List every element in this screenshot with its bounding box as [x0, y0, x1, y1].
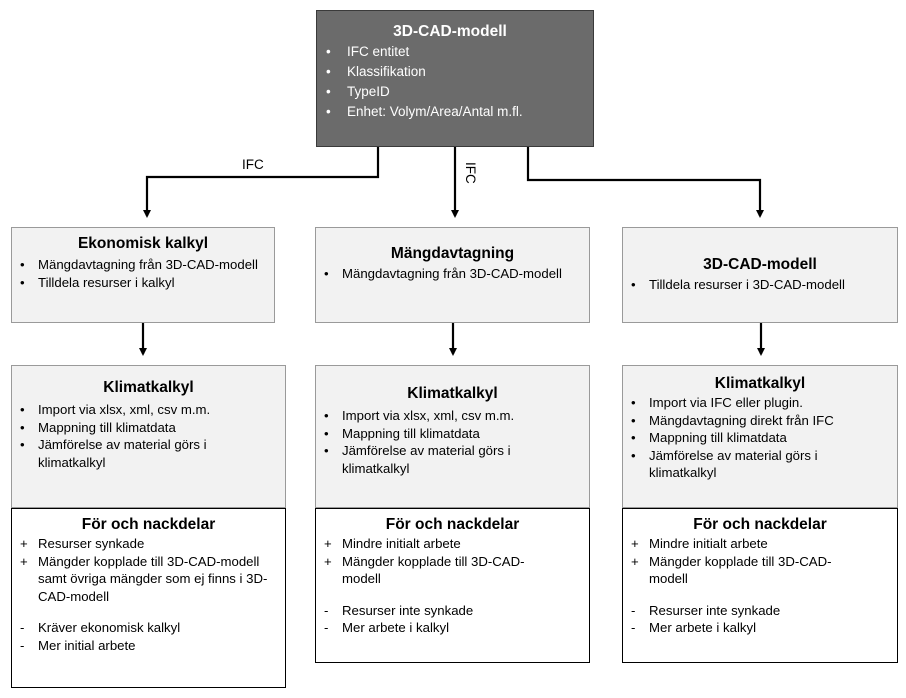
climate-title: Klimatkalkyl	[407, 385, 498, 402]
list-item: •Mängdavtagning från 3D-CAD-modell	[20, 257, 258, 272]
con-item: -Mer arbete i kalkyl	[631, 620, 757, 635]
proscons-box-2: För och nackdelar +Mindre initialt arbet…	[315, 508, 590, 663]
top-box-title: 3D-CAD-modell	[393, 23, 507, 40]
method-title: 3D-CAD-modell	[703, 256, 817, 273]
list-item: •Import via IFC eller plugin.	[631, 395, 803, 410]
pro-item: +Mängder kopplade till 3D-CAD-modell	[631, 553, 832, 587]
pro-item: +Resurser synkade	[20, 536, 145, 551]
list-item: •Tilldela resurser i 3D-CAD-modell	[631, 277, 845, 292]
proscons-title: För och nackdelar	[693, 516, 827, 533]
list-item: •Tilldela resurser i kalkyl	[20, 274, 175, 290]
list-item: •Jämförelse av material görs i klimatkal…	[631, 447, 818, 481]
top-box-list: •IFC entitet •Klassifikation •TypeID •En…	[317, 42, 593, 122]
list-item: •Import via xlsx, xml, csv m.m.	[20, 402, 211, 417]
proscons-box-3: För och nackdelar +Mindre initialt arbet…	[622, 508, 898, 663]
list-item: •Mappning till klimatdata	[20, 419, 176, 435]
list-item: •IFC entitet	[326, 44, 410, 59]
ifc-label-middle: IFC	[463, 162, 478, 184]
ifc-label-left: IFC	[242, 157, 264, 172]
list-item: •Mängdavtagning från 3D-CAD-modell	[324, 266, 562, 281]
list-item: •Mängdavtagning direkt från IFC	[631, 412, 834, 428]
list-item: •Mappning till klimatdata	[324, 425, 480, 441]
climate-title: Klimatkalkyl	[103, 379, 194, 396]
method-title: Ekonomisk kalkyl	[77, 235, 209, 252]
proscons-title: För och nackdelar	[81, 516, 216, 533]
climate-box-3: Klimatkalkyl •Import via IFC eller plugi…	[622, 365, 898, 508]
con-item: -Resurser inte synkade	[324, 602, 474, 618]
proscons-box-1: För och nackdelar +Resurser synkade +Män…	[11, 508, 286, 688]
list-item: •Klassifikation	[326, 64, 426, 79]
list-item: •Mappning till klimatdata	[631, 430, 787, 445]
climate-title: Klimatkalkyl	[714, 375, 806, 392]
pro-item: +Mängder kopplade till 3D-CAD-modell sam…	[20, 553, 268, 604]
list-item: •Enhet: Volym/Area/Antal m.fl.	[326, 104, 523, 119]
method-box-3: 3D-CAD-modell •Tilldela resurser i 3D-CA…	[622, 227, 898, 323]
con-item: -Mer arbete i kalkyl	[324, 620, 450, 635]
list-item: •TypeID	[326, 84, 390, 99]
climate-box-1: Klimatkalkyl •Import via xlsx, xml, csv …	[11, 365, 286, 508]
method-box-1: Ekonomisk kalkyl •Mängdavtagning från 3D…	[11, 227, 275, 323]
pro-item: +Mindre initialt arbete	[631, 536, 768, 551]
connector-left	[143, 146, 380, 218]
method-box-2: Mängdavtagning •Mängdavtagning från 3D-C…	[315, 227, 590, 323]
list-item: •Jämförelse av material görs i klimatkal…	[324, 443, 511, 476]
con-item: -Kräver ekonomisk kalkyl	[20, 620, 181, 635]
con-item: -Resurser inte synkade	[631, 602, 781, 618]
top-box-3d-cad-modell: 3D-CAD-modell •IFC entitet •Klassifikati…	[316, 10, 594, 147]
proscons-title: För och nackdelar	[385, 516, 520, 533]
list-item: •Jämförelse av material görs i klimatkal…	[20, 437, 207, 470]
method-title: Mängdavtagning	[390, 245, 515, 262]
connector-right	[526, 146, 764, 218]
climate-box-2: Klimatkalkyl •Import via xlsx, xml, csv …	[315, 365, 590, 508]
pro-item: +Mängder kopplade till 3D-CAD-modell	[324, 553, 525, 587]
con-item: -Mer initial arbete	[20, 637, 136, 653]
list-item: •Import via xlsx, xml, csv m.m.	[324, 408, 515, 423]
pro-item: +Mindre initialt arbete	[324, 536, 461, 551]
